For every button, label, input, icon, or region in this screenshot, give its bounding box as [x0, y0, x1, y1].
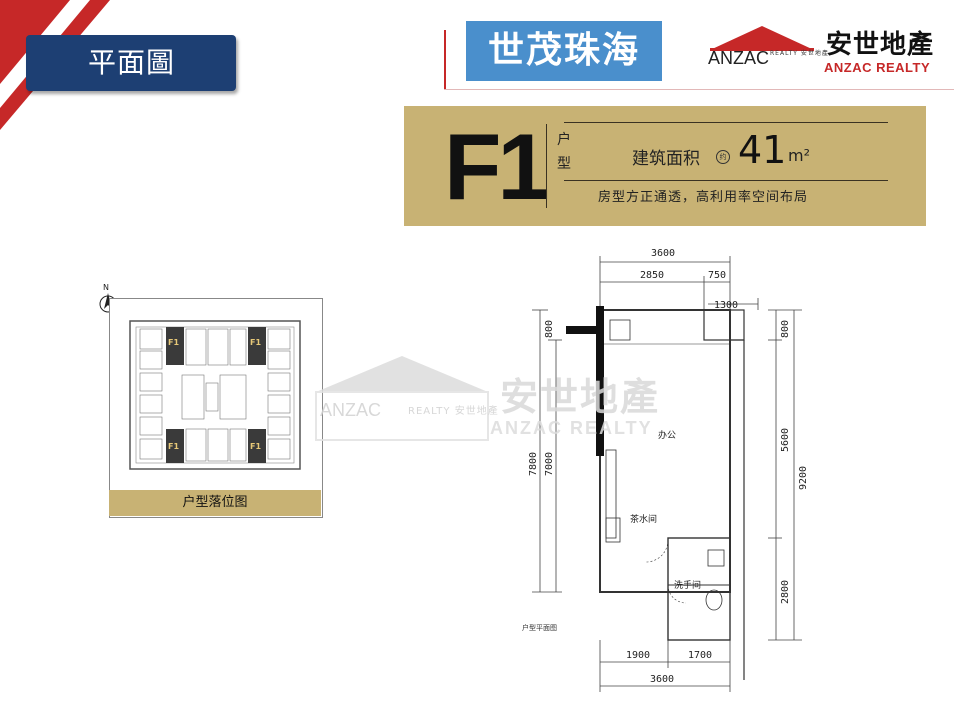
unit-info-panel: F1 户 型 建筑面积 约 41 m² 房型方正通透，高利用率空间布局 [404, 106, 926, 226]
dim-right-5600: 5600 [780, 428, 791, 452]
unit-code: F1 [444, 114, 550, 219]
panel-line-top [564, 122, 888, 123]
unit-tag-2: F1 [250, 338, 261, 347]
dim-top-750: 750 [708, 270, 726, 281]
type-label-char-2: 型 [557, 156, 571, 172]
dim-left-800: 800 [544, 320, 555, 338]
project-name: 世茂珠海 [466, 21, 662, 81]
header-divider [444, 30, 446, 90]
plan-caption: 户型平面图 [522, 623, 557, 632]
watermark-brand-cn: 安世地產 [500, 375, 661, 419]
unit-tag-1: F1 [168, 338, 179, 347]
area-value: 41 [738, 128, 787, 172]
logo-brand-cn: 安世地產 [826, 30, 935, 60]
dim-left-7000: 7000 [544, 452, 555, 476]
dim-right-2800: 2800 [780, 580, 791, 604]
dim-bottom-3600: 3600 [650, 674, 674, 685]
watermark-roof-icon [315, 356, 489, 441]
watermark-realty-small: REALTY 安世地產 [408, 406, 499, 417]
watermark: ANZAC REALTY 安世地產 安世地產 ANZAC REALTY [312, 352, 712, 452]
unit-tag-4: F1 [250, 442, 261, 451]
dim-bottom-1900: 1900 [626, 650, 650, 661]
dim-right-9200: 9200 [798, 466, 809, 490]
area-unit: m² [788, 146, 810, 165]
location-map-caption: 户型落位图 [109, 490, 321, 516]
room-office-label: 办公 [658, 429, 676, 441]
type-label-char-1: 户 [557, 132, 571, 148]
structural-beam [566, 326, 600, 334]
watermark-brand-en-full: ANZAC REALTY [490, 418, 653, 438]
approx-mark: 约 [716, 150, 730, 164]
logo-realty-small: REALTY 安世地產 [770, 50, 829, 57]
logo-brand-en-full: ANZAC REALTY [824, 60, 931, 75]
header-underline [444, 89, 954, 90]
unit-type-label: 户 型 [557, 128, 571, 176]
dim-right-800: 800 [780, 320, 791, 338]
dim-left-7800: 7800 [528, 452, 539, 476]
panel-divider [546, 124, 547, 208]
dim-bottom-1700: 1700 [688, 650, 712, 661]
area-label: 建筑面积 [632, 149, 700, 169]
floor-plan: 3600 2850 750 1300 1900 1700 3600 800 78… [522, 248, 809, 692]
dim-top-1300: 1300 [714, 300, 738, 311]
room-washroom-label: 洗手间 [674, 579, 701, 591]
structural-column [596, 306, 604, 456]
building-floor-map: F1 F1 F1 F1 [129, 320, 301, 470]
dim-top-3600: 3600 [651, 248, 675, 259]
anzac-logo: ANZAC REALTY 安世地產 安世地產 ANZAC REALTY [706, 22, 936, 78]
room-pantry-label: 茶水间 [630, 513, 657, 525]
north-label: N [103, 283, 109, 292]
dim-top-2850: 2850 [640, 270, 664, 281]
house-roof-icon [710, 26, 814, 51]
location-map: F1 F1 F1 F1 [109, 298, 323, 518]
unit-description: 房型方正通透，高利用率空间布局 [598, 190, 809, 205]
section-title: 平面圖 [26, 35, 236, 91]
panel-line-bottom [564, 180, 888, 181]
logo-brand-en: ANZAC [708, 48, 770, 68]
watermark-brand-en: ANZAC [320, 400, 382, 420]
unit-tag-3: F1 [168, 442, 179, 451]
